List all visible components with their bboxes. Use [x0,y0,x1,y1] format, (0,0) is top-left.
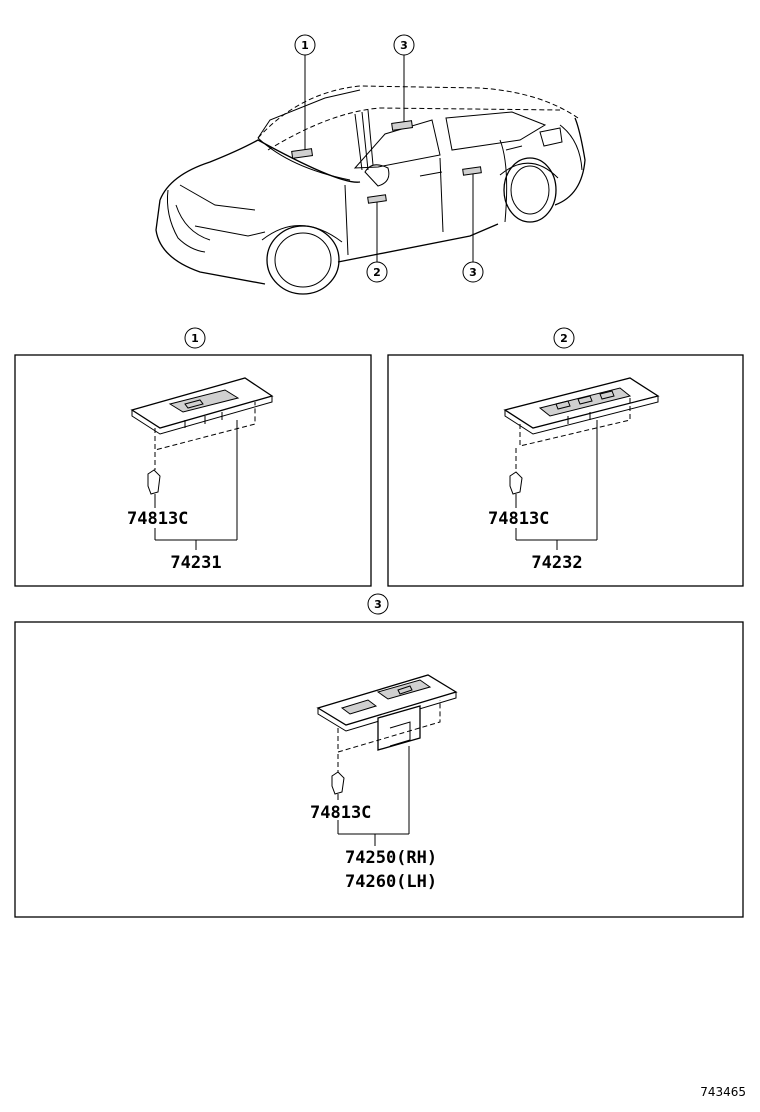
svg-text:1: 1 [191,332,199,345]
panel-1-switch [130,377,274,451]
panel-2-clip [509,448,523,495]
callout-3b-text: 3 [469,266,477,279]
callout-3-top: 3 [393,34,415,122]
panel-3-switch [316,674,458,753]
panel-2-clip-part: 74813C [488,509,549,529]
panel-1-leaders [154,420,238,550]
callout-2-bottom: 2 [366,202,388,283]
panel-3-switch-part-rh: 74250(RH) [345,848,437,868]
svg-text:3: 3 [374,598,382,611]
callout-3-text: 3 [400,39,408,52]
panel-1-clip-part: 74813C [127,509,188,529]
panel-1-switch-part: 74231 [170,553,221,573]
panel-2-callout: 2 [553,327,575,349]
panel-2-switch-part: 74232 [531,553,582,573]
car-illustration [155,85,586,295]
panel-2-switch [503,377,660,447]
panel-3-callout: 3 [367,593,389,615]
panel-3-leaders [337,746,410,846]
callout-2-text: 2 [373,266,381,279]
svg-text:2: 2 [560,332,568,345]
panel-3-clip-part: 74813C [310,803,371,823]
panel-1-frame [14,354,372,587]
panel-1-clip [147,452,161,495]
panel-2-frame [387,354,744,587]
figure-code: 743465 [700,1085,746,1099]
panel-3-clip [331,754,345,795]
callout-3-bottom: 3 [462,174,484,283]
panel-3-switch-part-lh: 74260(LH) [345,872,437,892]
panel-2-leaders [515,420,598,550]
panel-3-frame [14,621,744,918]
callout-1-top: 1 [294,34,316,150]
panel-1-callout: 1 [184,327,206,349]
callout-1-text: 1 [301,39,309,52]
